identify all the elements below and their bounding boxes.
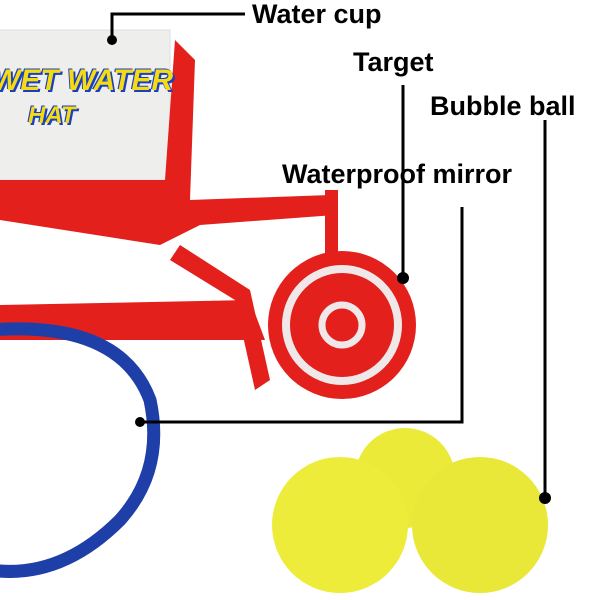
- leader-dot: [135, 417, 145, 427]
- logo-line2: HAT: [28, 102, 76, 129]
- target-outer-ring: [282, 265, 402, 385]
- leader-dot: [107, 35, 117, 45]
- target-arm: [325, 190, 338, 260]
- label-bubble-ball: Bubble ball: [430, 91, 576, 121]
- leader-water-cup: [110, 12, 245, 40]
- waterproof-mirror-band: [0, 322, 161, 578]
- leader-waterproof-mirror: [140, 207, 464, 424]
- bubble-ball: [412, 457, 548, 593]
- label-water-cup: Water cup: [252, 0, 382, 29]
- water-cup: [0, 29, 171, 181]
- hat-frame: [0, 40, 335, 245]
- label-target: Target: [353, 47, 434, 77]
- logo-line1: WET WATER: [0, 64, 174, 97]
- target-inner-ring: [318, 301, 366, 349]
- leader-dot: [539, 492, 551, 504]
- strap-clip: [170, 245, 270, 390]
- label-waterproof-mirror: Waterproof mirror: [282, 159, 513, 189]
- target: [268, 251, 416, 399]
- leader-dot: [397, 272, 409, 284]
- bubble-ball: [272, 457, 408, 593]
